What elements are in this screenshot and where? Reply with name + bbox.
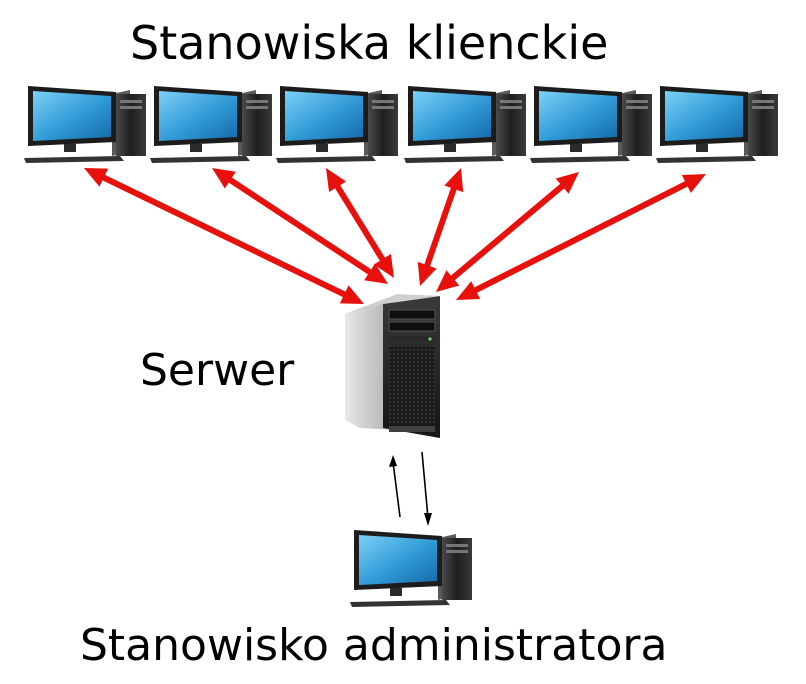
admin-workstation-icon [350,530,472,607]
arrowhead-icon [417,261,437,286]
arrowhead-icon [373,254,394,278]
arrowhead-icon [326,168,347,192]
arrowhead-icon [456,281,481,300]
arrowhead-icon [364,263,388,284]
clients-title: Stanowiska klienckie [130,16,609,70]
server-icon [345,294,440,438]
client-computer-icon [530,86,652,163]
arrowhead-icon [681,174,706,193]
bidirectional-arrow [417,168,464,286]
client-computer-icon [24,86,146,163]
arrowhead-icon [444,168,464,193]
client-computer-icon [276,86,398,163]
server-admin-links [389,451,432,526]
client-computer-icon [150,86,272,163]
client-workstations [24,86,778,163]
arrowhead-icon [555,172,579,194]
arrowhead-icon [436,270,460,292]
admin-station-label: Stanowisko administratora [80,620,668,671]
bidirectional-arrow [212,168,388,284]
bidirectional-arrow [326,168,394,278]
server-label: Serwer [140,345,295,396]
arrowhead-icon [212,168,236,189]
client-computer-icon [656,86,778,163]
bidirectional-arrow [84,168,364,304]
bidirectional-arrow [456,174,706,300]
client-server-links [84,168,706,304]
bidirectional-arrow [436,172,579,292]
arrowhead-icon [84,168,109,187]
admin-computer [350,530,472,607]
client-computer-icon [404,86,526,163]
arrowhead-icon [339,285,364,304]
